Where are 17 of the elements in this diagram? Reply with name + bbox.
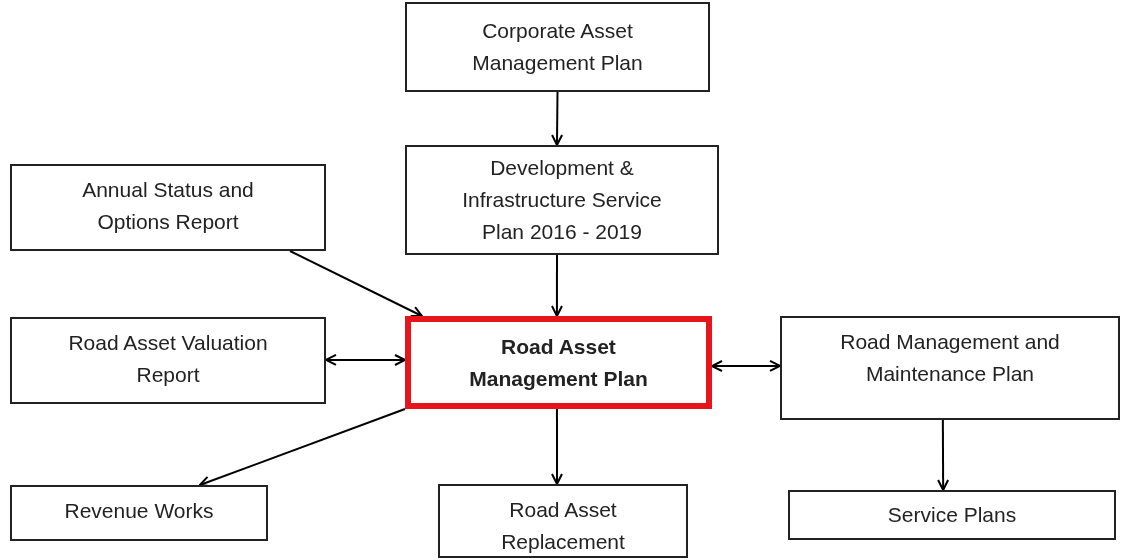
arrow <box>198 408 406 488</box>
process-box: Development & Infrastructure Service Plan 2016 - 2019 <box>405 145 719 255</box>
process-box: Road Management and Maintenance Plan <box>780 316 1120 420</box>
process-box: Service Plans <box>788 490 1116 540</box>
arrow <box>711 359 781 372</box>
process-box: Road Asset Valuation Report <box>10 317 326 404</box>
process-box: Revenue Works <box>10 485 268 541</box>
process-box: Corporate Asset Management Plan <box>405 2 710 92</box>
arrow <box>551 91 564 146</box>
arrow <box>551 408 563 485</box>
highlighted-box: Road Asset Management Plan <box>405 316 712 409</box>
arrow <box>325 354 406 366</box>
process-box: Annual Status and Options Report <box>10 164 326 251</box>
arrow <box>937 419 950 491</box>
process-box: Road Asset Replacement <box>438 484 688 558</box>
arrow <box>550 254 563 317</box>
arrow <box>289 250 423 318</box>
